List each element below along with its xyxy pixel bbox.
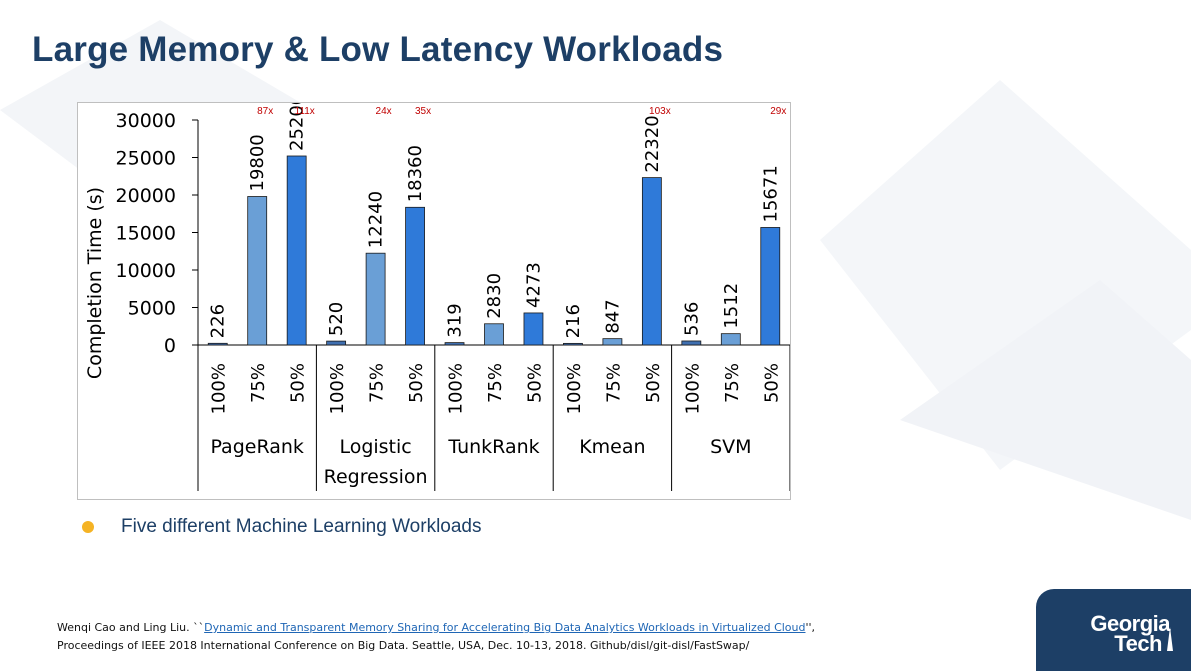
speedup-label: 111x [295,106,315,117]
speedup-label: 103x [649,106,671,117]
bar-value-label: 520 [326,302,347,336]
speedup-label: 24x [376,106,392,117]
tower-icon [1167,627,1173,651]
logo-text-line2: Tech [1114,631,1162,656]
group-label: TunkRank [447,436,539,458]
group-label: SVM [710,436,751,458]
group-label: Regression [324,466,428,488]
category-label: 50% [643,363,664,403]
bullet-text: Five different Machine Learning Workload… [121,516,482,537]
category-label: 75% [603,363,624,403]
y-tick-label: 30000 [116,110,176,132]
category-label: 75% [485,363,506,403]
bar-value-label: 226 [208,304,229,338]
citation-prefix: Wenqi Cao and Ling Liu. `` [57,621,205,634]
category-label: 50% [288,363,309,403]
bar [247,196,268,346]
bar [760,227,781,346]
bar-value-label: 12240 [366,191,387,248]
citation-link[interactable]: Dynamic and Transparent Memory Sharing f… [204,621,806,634]
category-label: 50% [406,363,427,403]
category-label: 100% [564,363,585,414]
bar-value-label: 1512 [721,283,742,329]
y-tick-label: 20000 [116,185,176,207]
y-tick-label: 15000 [116,223,176,245]
bar [405,206,425,346]
bar [326,340,347,346]
category-label: 50% [761,363,782,403]
y-tick-label: 0 [164,335,176,357]
bar [207,342,228,346]
group-label: PageRank [210,436,303,458]
speedup-label: 35x [415,106,431,117]
category-label: 75% [248,363,269,403]
y-tick-label: 10000 [116,260,176,282]
speedup-label: 87x [257,106,273,117]
bar [484,323,504,346]
group-label: Logistic [339,436,411,458]
logo-text-line1: Georgia [1090,611,1170,636]
bar-value-label: 2830 [484,273,505,319]
category-label: 100% [327,363,348,414]
bullet-item: Five different Machine Learning Workload… [82,516,482,538]
bar-value-label: 19800 [247,134,268,191]
bar [286,155,307,346]
bar [365,252,386,346]
category-label: 75% [722,363,743,403]
chart-frame: Completion Time (s) 0 5000 10000 15000 20000 2… [77,102,791,500]
bar-value-label: 15671 [760,165,781,222]
bar-value-label: 25200 [287,103,308,151]
citation-line2: Proceedings of IEEE 2018 International C… [57,639,750,652]
bar-value-label: 847 [602,299,623,333]
slide-title: Large Memory & Low Latency Workloads [32,30,724,69]
category-label: 75% [367,363,388,403]
bar [563,342,583,346]
citation-suffix: '', [805,621,816,634]
category-label: 100% [209,363,230,414]
bar-value-label: 22320 [642,115,663,172]
bar [681,340,702,346]
y-tick-label: 25000 [116,148,176,170]
bar-value-label: 536 [681,302,702,336]
citation: Wenqi Cao and Ling Liu. ``Dynamic and Tr… [57,619,957,655]
category-label: 100% [682,363,703,414]
bar-value-label: 4273 [523,262,544,308]
bar-value-label: 216 [563,304,584,338]
y-axis-label: Completion Time (s) [84,187,106,379]
bar [641,177,662,346]
bar [720,333,741,346]
group-label: Kmean [579,436,645,458]
bar-value-label: 319 [445,303,466,337]
category-label: 50% [524,363,545,403]
bar-value-label: 18360 [405,145,426,202]
bar [602,338,623,346]
bar [523,312,544,346]
speedup-label: 29x [770,106,786,117]
bar [444,342,465,346]
georgia-tech-logo: Georgia Tech [1036,589,1191,671]
y-tick-label: 5000 [128,298,176,320]
bullet-dot-icon [82,521,94,533]
completion-time-chart: Completion Time (s) 0 5000 10000 15000 20000 2… [84,103,790,491]
category-label: 100% [446,363,467,414]
